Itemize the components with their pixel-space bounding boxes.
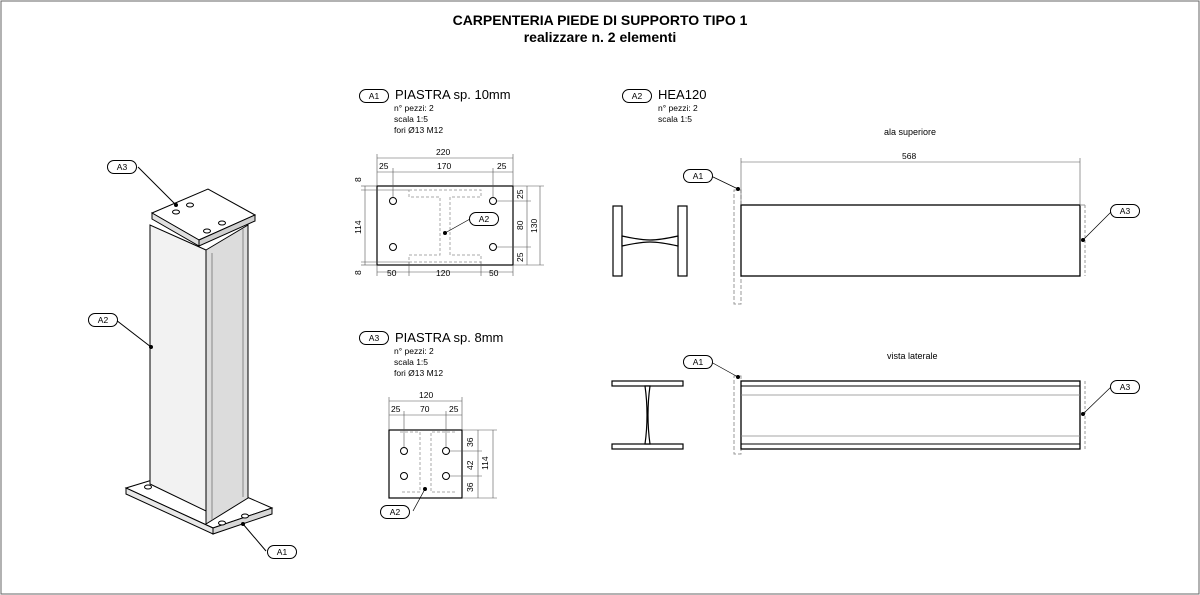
tag-beam-a2: A2 <box>622 89 652 103</box>
dim-a1-right-mid: 80 <box>515 220 525 230</box>
plate-a3-holes: fori Ø13 M12 <box>394 368 444 378</box>
dim-a3-right-top: 36 <box>465 437 475 447</box>
isometric-assembly <box>115 166 274 552</box>
dim-beam-length: 568 <box>902 151 917 161</box>
plate-a1-dim-lines <box>361 154 544 276</box>
iso-base-hole <box>144 484 152 490</box>
iso-column-front <box>149 224 207 512</box>
plate-a3-dim-lines <box>388 397 497 499</box>
tag-beam-top-a3: A3 <box>1110 204 1140 218</box>
tag-beam-side-a3: A3 <box>1110 380 1140 394</box>
dim-a1-top-edge: 8 <box>353 177 363 182</box>
leader-plate-a3-a2 <box>412 488 426 512</box>
iso-top-hole <box>203 228 211 234</box>
leader-iso-a1 <box>242 523 267 552</box>
tag-beam-side-a1: A1 <box>683 355 713 369</box>
drawing-subtitle: realizzare n. 2 elementi <box>523 29 677 45</box>
hea-section-i <box>611 380 684 450</box>
dim-a1-overall-width: 220 <box>436 147 451 157</box>
iso-base-hole <box>241 513 249 519</box>
tag-plate-a1: A1 <box>359 89 389 103</box>
dim-a3-right: 25 <box>449 404 459 414</box>
plate-a1-hole <box>489 197 497 205</box>
beam-pieces: n° pezzi: 2 <box>658 103 698 113</box>
leader-plate-a1-a2 <box>444 218 471 234</box>
tag-plate-a3: A3 <box>359 331 389 345</box>
tag-iso-a1: A1 <box>267 545 297 559</box>
plate-a1-hole <box>489 243 497 251</box>
tag-plate-a1-inner: A2 <box>469 212 499 226</box>
tag-iso-a3: A3 <box>107 160 137 174</box>
tag-iso-a2: A2 <box>88 313 118 327</box>
plate-a3-hole <box>442 472 450 480</box>
dim-a1-left-offset: 25 <box>379 161 389 171</box>
plate-a1-holes: fori Ø13 M12 <box>394 125 444 135</box>
plate-a1-hole <box>389 243 397 251</box>
hea-length-dim <box>740 158 1081 205</box>
hea-side-view <box>611 361 1113 455</box>
drawing-title: CARPENTERIA PIEDE DI SUPPORTO TIPO 1 <box>452 12 748 28</box>
tag-beam-top-a1: A1 <box>683 169 713 183</box>
plate-a3-hea-hidden <box>400 431 455 493</box>
hea-side-body <box>740 380 1081 450</box>
dim-a3-mid: 70 <box>420 404 430 414</box>
dim-a1-hole-span: 170 <box>437 161 452 171</box>
dim-a3-left: 25 <box>391 404 401 414</box>
beam-scale: scala 1:5 <box>658 114 693 124</box>
dim-a3-right-mid: 42 <box>465 460 475 470</box>
plate-a3-hole <box>400 447 408 455</box>
dim-a1-bottom-mid: 120 <box>436 268 451 278</box>
plate-a3-outline <box>388 429 463 499</box>
plate-a3-pieces: n° pezzi: 2 <box>394 346 434 356</box>
dim-a1-bottom-left: 50 <box>387 268 397 278</box>
leader-hea-side-a1 <box>710 361 739 378</box>
plate-a3-scale: scala 1:5 <box>394 357 429 367</box>
iso-top-hole <box>218 220 226 226</box>
plate-a1-pieces: n° pezzi: 2 <box>394 103 434 113</box>
dim-a1-right-offset: 25 <box>497 161 507 171</box>
iso-top-hole <box>172 209 180 215</box>
hea-top-view <box>612 158 1113 305</box>
leader-hea-top-a3 <box>1082 210 1113 241</box>
leader-iso-a3 <box>137 166 177 206</box>
leader-hea-side-a3 <box>1082 385 1113 415</box>
hea-top-plate-a1 <box>733 189 742 305</box>
iso-base-hole <box>218 520 226 526</box>
plate-a3-hole <box>400 472 408 480</box>
dim-a3-overall-width: 120 <box>419 390 434 400</box>
dim-a1-height: 114 <box>353 220 363 234</box>
beam-heading: HEA120 <box>658 87 707 102</box>
beam-top-view-label: ala superiore <box>884 127 937 137</box>
dim-a1-right-top: 25 <box>515 189 525 199</box>
plate-a1-hole <box>389 197 397 205</box>
hea-section-h <box>612 205 688 277</box>
plate-a1-heading: PIASTRA sp. 10mm <box>395 87 511 102</box>
plate-a3-heading: PIASTRA sp. 8mm <box>395 330 504 345</box>
beam-side-view-label: vista laterale <box>887 351 938 361</box>
dim-a3-right-bottom: 36 <box>465 482 475 492</box>
plate-a3-hole <box>442 447 450 455</box>
dim-a1-bottom-edge: 8 <box>353 270 363 275</box>
dim-a1-right-total: 130 <box>529 218 539 233</box>
plate-a1-scale: scala 1:5 <box>394 114 429 124</box>
plate-a3-drawing <box>388 397 497 512</box>
iso-base-plate-side <box>212 507 273 535</box>
dim-a1-bottom-right: 50 <box>489 268 499 278</box>
leader-hea-top-a1 <box>710 175 739 190</box>
dim-a3-right-total: 114 <box>480 456 490 470</box>
dim-a1-right-bottom: 25 <box>515 252 525 262</box>
leader-iso-a2 <box>115 319 152 348</box>
iso-column-side <box>205 224 249 525</box>
tag-plate-a3-inner: A2 <box>380 505 410 519</box>
iso-top-hole <box>186 202 194 208</box>
hea-top-flange <box>740 204 1081 277</box>
hea-side-plate-a1 <box>733 375 742 455</box>
iso-top-plate-side <box>198 214 256 247</box>
